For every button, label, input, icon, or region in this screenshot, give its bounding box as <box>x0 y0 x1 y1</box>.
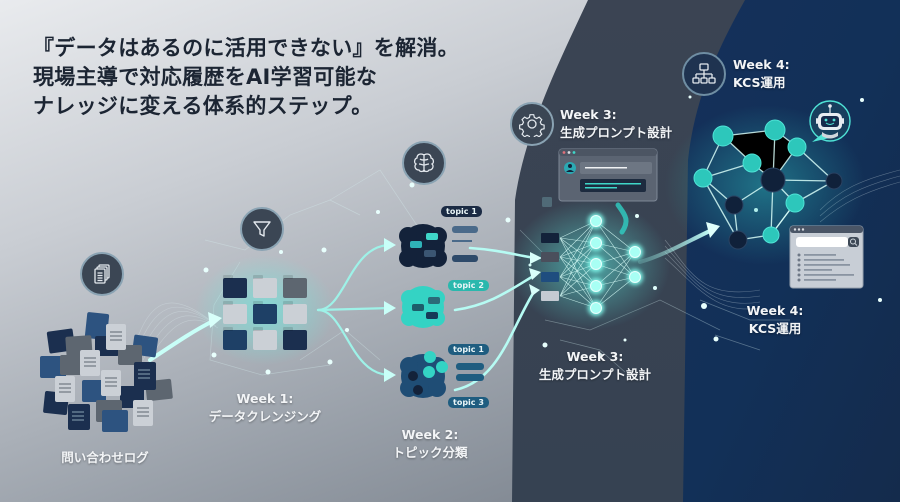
topic-cluster-2 <box>401 286 445 328</box>
flow-arrow-week3-week4 <box>638 228 714 264</box>
topic-cluster-1 <box>399 224 478 268</box>
topic-tag-1b: topic 1 <box>448 344 489 355</box>
topic-tag-1: topic 1 <box>441 206 482 217</box>
week1-label: Week 1: データクレンジング <box>205 390 325 426</box>
headline-line-3: ナレッジに変える体系的ステップ。 <box>33 94 373 118</box>
gear-icon <box>510 102 554 146</box>
knowledge-graph <box>693 119 843 250</box>
week3-label: Week 3: 生成プロンプト設計 <box>530 348 660 384</box>
org-chart-icon <box>682 52 726 96</box>
topic-tag-2: topic 2 <box>448 280 489 291</box>
week4-header-name: KCS運用 <box>733 75 786 90</box>
week2-label: Week 2: トピック分類 <box>370 426 490 462</box>
week3-label-title: Week 3: <box>566 349 624 364</box>
source-label: 問い合わせログ <box>40 449 170 467</box>
filter-icon <box>240 207 284 251</box>
week3-header-label: Week 3: 生成プロンプト設計 <box>560 106 672 142</box>
kcs-search-window <box>789 225 864 289</box>
flow-arrows-week2-week3 <box>453 246 537 392</box>
flow-branches-week1-week2 <box>316 243 392 377</box>
cleansed-folder-grid <box>223 275 307 350</box>
documents-icon <box>80 252 124 296</box>
topic-tag-3: topic 3 <box>448 397 489 408</box>
headline-line-2: 現場主導で対応履歴をAI学習可能な <box>33 65 378 89</box>
week4-header-label: Week 4: KCS運用 <box>733 56 790 92</box>
topic-cluster-3 <box>400 351 484 398</box>
robot-assistant-icon <box>809 100 851 142</box>
week4-header-title: Week 4: <box>733 57 790 72</box>
week4-label: Week 4: KCS運用 <box>720 302 830 338</box>
brain-icon <box>402 141 446 185</box>
source-label-text: 問い合わせログ <box>61 450 149 465</box>
week2-label-name: トピック分類 <box>392 445 468 460</box>
week3-header-name: 生成プロンプト設計 <box>560 125 673 140</box>
headline-line-1: 『データはあるのに活用できない』を解消。 <box>33 36 459 60</box>
week1-label-name: データクレンジング <box>208 409 322 424</box>
week1-label-title: Week 1: <box>236 391 294 406</box>
week4-label-title: Week 4: <box>746 303 804 318</box>
inquiry-log-pile <box>40 312 173 432</box>
week4-label-name: KCS運用 <box>748 321 802 336</box>
flow-arrow-source-week1 <box>148 318 217 362</box>
week2-label-title: Week 2: <box>401 427 459 442</box>
week3-header-title: Week 3: <box>560 107 617 122</box>
prompt-chat-window <box>558 148 658 235</box>
week3-label-name: 生成プロンプト設計 <box>538 367 652 382</box>
headline: 『データはあるのに活用できない』を解消。 現場主導で対応履歴をAI学習可能な ナ… <box>33 34 459 121</box>
neural-network <box>541 213 643 316</box>
